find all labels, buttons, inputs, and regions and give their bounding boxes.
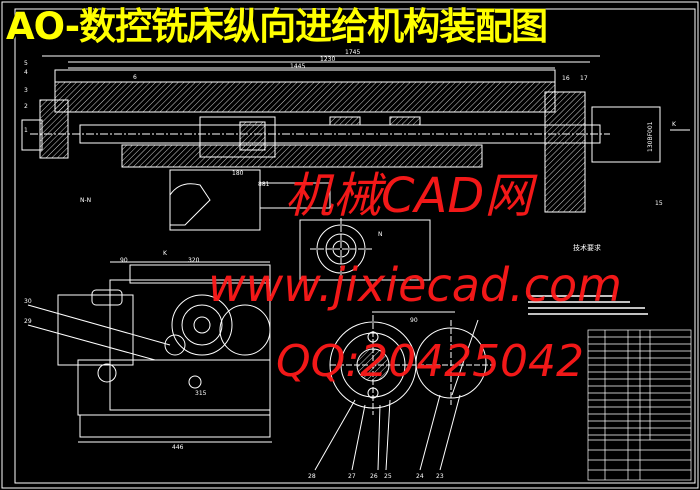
part-28: 28 [308, 473, 316, 480]
watermark-qq: QQ:20425042 [276, 336, 585, 387]
dim-1445: 1445 [290, 63, 305, 70]
dim-315: 315 [195, 390, 207, 397]
right-bearing-block [544, 91, 586, 213]
dim-90: 90 [120, 257, 128, 264]
part-27: 27 [348, 473, 356, 480]
motor-label: 130BF001 [647, 121, 654, 152]
part-29: 29 [24, 318, 32, 325]
technical-notes [528, 295, 648, 315]
section-mark-n: N [378, 231, 383, 238]
left-bearing-block [39, 99, 69, 159]
part-15: 15 [655, 200, 663, 207]
part-1: 1 [24, 127, 28, 134]
title-block [587, 329, 692, 481]
main-view [21, 55, 690, 231]
dim-320: 320 [188, 257, 200, 264]
part-3: 3 [24, 87, 28, 94]
notes-heading: 技术要求 [573, 243, 601, 252]
disk-views [314, 311, 495, 471]
dim-1230: 1230 [320, 56, 335, 63]
dim-881: 881 [258, 181, 270, 188]
part-23: 23 [436, 473, 444, 480]
part-24: 24 [416, 473, 424, 480]
part-2: 2 [24, 103, 28, 110]
dim-446: 446 [172, 444, 184, 451]
worktable-section [54, 81, 556, 113]
section-label-nn: N-N [80, 197, 91, 204]
view-label-k-arrow: K [672, 121, 677, 128]
ball-nut [199, 116, 276, 158]
part-26: 26 [370, 473, 378, 480]
part-6: 6 [133, 74, 137, 81]
dim-1745: 1745 [345, 49, 360, 56]
drawing-title: AO-数控铣床纵向进给机构装配图 [6, 5, 548, 48]
part-16: 16 [562, 75, 570, 82]
part-17: 17 [580, 75, 588, 82]
view-label-k: K [163, 250, 168, 257]
watermark-url: www.jixiecad.com [208, 258, 622, 312]
watermark-site-cn: 机械CAD网 [285, 168, 533, 224]
part-4: 4 [24, 69, 28, 76]
inner-border [14, 8, 696, 484]
dim-180: 180 [232, 170, 244, 177]
part-5: 5 [24, 60, 28, 67]
part-25: 25 [384, 473, 392, 480]
dim-90b: 90 [410, 317, 418, 324]
part-30: 30 [24, 298, 32, 305]
servo-motor [591, 106, 661, 163]
view-k [27, 261, 272, 443]
section-view-n [299, 218, 431, 282]
bracket [169, 169, 261, 231]
